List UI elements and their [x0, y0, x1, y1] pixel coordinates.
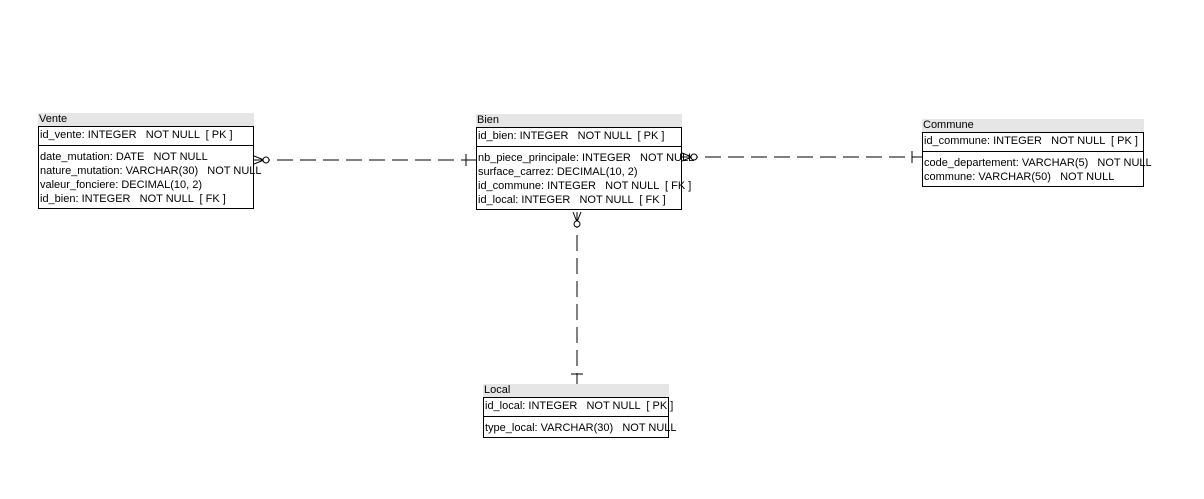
entity-box: id_vente: INTEGER NOT NULL [ PK ] date_m… — [38, 126, 262, 209]
attribute: type_local: VARCHAR(30) NOT NULL — [485, 422, 677, 434]
attribute: commune: VARCHAR(50) NOT NULL — [924, 171, 1115, 183]
attribute: code_departement: VARCHAR(5) NOT NULL — [924, 157, 1152, 169]
attributes-section: type_local: VARCHAR(30) NOT NULL — [484, 417, 677, 437]
entity-box: id_commune: INTEGER NOT NULL [ PK ] code… — [922, 132, 1152, 187]
entity-box: id_bien: INTEGER NOT NULL [ PK ] nb_piec… — [476, 127, 695, 210]
attribute: id_commune: INTEGER NOT NULL [ FK ] — [478, 180, 692, 192]
primary-key-section: id_local: INTEGER NOT NULL [ PK ] — [484, 398, 674, 417]
primary-key-attribute: id_local: INTEGER NOT NULL [ PK ] — [485, 400, 674, 412]
primary-key-section: id_bien: INTEGER NOT NULL [ PK ] — [477, 128, 681, 147]
entity-title: Local — [483, 384, 669, 397]
entity-title: Commune — [922, 119, 1144, 132]
entity-title: Vente — [38, 113, 254, 126]
attribute: valeur_fonciere: DECIMAL(10, 2) — [40, 179, 203, 191]
attribute: nb_piece_principale: INTEGER NOT NULL — [478, 152, 695, 164]
crowsfoot-zero-many-vente-icon — [253, 155, 270, 165]
primary-key-attribute: id_bien: INTEGER NOT NULL [ PK ] — [478, 130, 665, 142]
attribute: id_local: INTEGER NOT NULL [ FK ] — [478, 194, 666, 206]
attributes-section: date_mutation: DATE NOT NULL nature_muta… — [39, 146, 262, 208]
entity-bien[interactable]: Bien id_bien: INTEGER NOT NULL [ PK ] nb… — [476, 114, 695, 210]
attribute: date_mutation: DATE NOT NULL — [40, 151, 208, 163]
crowsfoot-zero-many-bien-right-icon — [681, 152, 698, 162]
crowsfoot-zero-many-bien-bottom-icon — [572, 211, 582, 228]
entity-local[interactable]: Local id_local: INTEGER NOT NULL [ PK ] … — [483, 384, 677, 438]
attributes-section: nb_piece_principale: INTEGER NOT NULL su… — [477, 147, 695, 209]
primary-key-section: id_vente: INTEGER NOT NULL [ PK ] — [39, 127, 253, 146]
primary-key-attribute: id_vente: INTEGER NOT NULL [ PK ] — [40, 129, 233, 141]
attributes-section: code_departement: VARCHAR(5) NOT NULL co… — [923, 152, 1152, 186]
entity-box: id_local: INTEGER NOT NULL [ PK ] type_l… — [483, 397, 677, 438]
primary-key-attribute: id_commune: INTEGER NOT NULL [ PK ] — [924, 135, 1138, 147]
entity-commune[interactable]: Commune id_commune: INTEGER NOT NULL [ P… — [922, 119, 1152, 187]
attribute: id_bien: INTEGER NOT NULL [ FK ] — [40, 193, 226, 205]
attribute: surface_carrez: DECIMAL(10, 2) — [478, 166, 638, 178]
attribute: nature_mutation: VARCHAR(30) NOT NULL — [40, 165, 262, 177]
entity-vente[interactable]: Vente id_vente: INTEGER NOT NULL [ PK ] … — [38, 113, 262, 209]
primary-key-section: id_commune: INTEGER NOT NULL [ PK ] — [923, 133, 1143, 152]
entity-title: Bien — [476, 114, 682, 127]
